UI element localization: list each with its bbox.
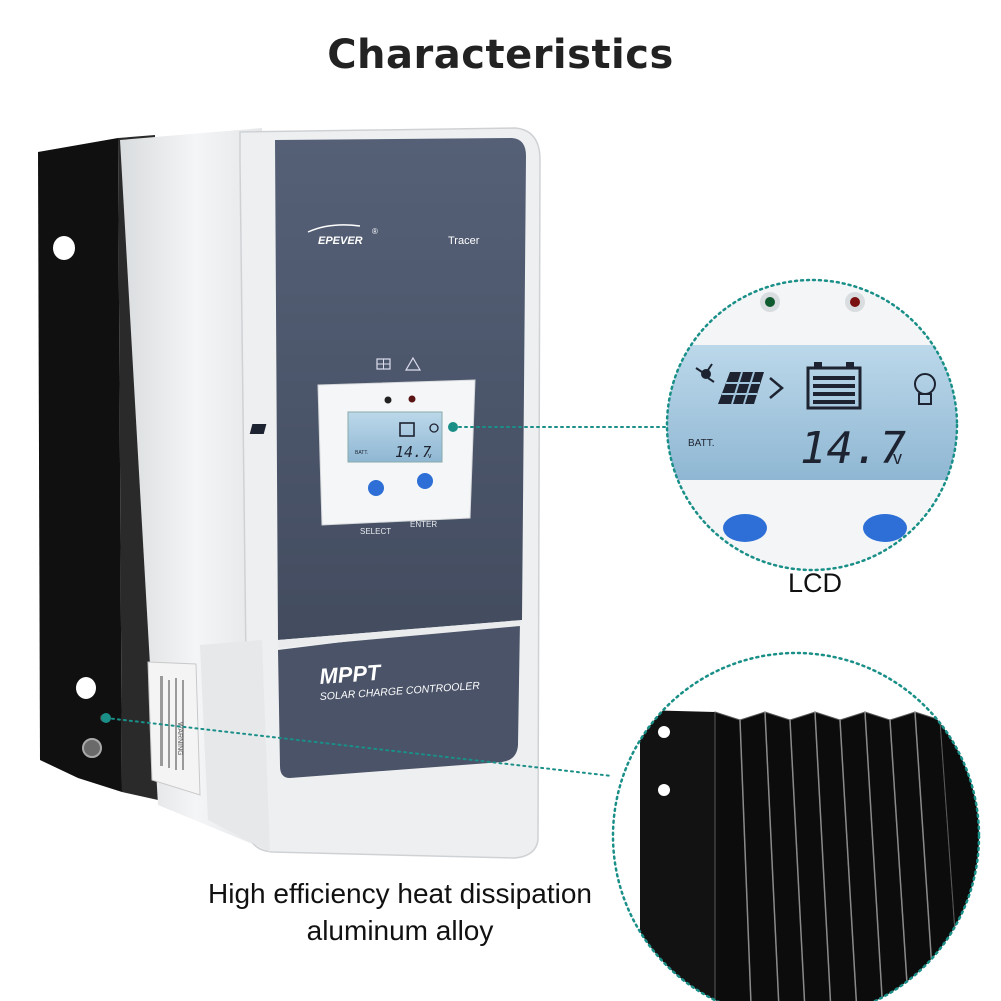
brand-registered-mark: ® [372,227,378,236]
lcd-leader-dot [448,422,458,432]
heatsink-leader-line [105,717,613,777]
model-label: Tracer [448,235,480,247]
enter-button[interactable] [417,473,433,489]
small-lcd-unit: v [428,453,432,460]
ground-screw [82,738,102,758]
lcd-zoom-view: BATT. 14.7 v [665,278,959,572]
small-lcd-reading: 14.7 [395,443,431,461]
solar-indicator-icon [376,358,391,370]
brand-logo: EPEVER [318,235,363,247]
select-button-label: SELECT [360,527,391,536]
heatsink-zoom-view [611,651,981,1001]
warning-sticker-label: WARNING [176,722,183,756]
front-panel: EPEVER ® Tracer BATT. 14.7 v SELECT ENTE… [249,138,526,778]
zoom-lcd-reading: 14.7 [800,423,906,474]
lightbulb-icon [914,373,936,405]
heatsink-caption-line1: High efficiency heat dissipation [208,878,592,909]
zoom-led-green [765,297,775,307]
zoom-led-red [850,297,860,307]
small-lcd-batt-label: BATT. [355,450,368,456]
solar-panel-icon [718,371,764,405]
chevron-right-icon [769,377,784,399]
warning-indicator-icon [404,356,422,371]
lcd-caption: LCD [787,568,842,598]
heatsink-caption-line2: aluminum alloy [306,915,494,946]
mppt-label: MPPT [319,660,383,689]
enter-button-label: ENTER [410,520,437,529]
zoom-select-button[interactable] [723,514,767,542]
mount-hole-bottom [76,677,96,699]
zoom-enter-button[interactable] [863,514,907,542]
small-lcd-screen [347,411,443,463]
mount-hole-top [53,236,75,260]
zoom-lcd-batt-label: BATT. [688,438,714,449]
heatsink-caption: High efficiency heat dissipation aluminu… [150,875,650,949]
select-button[interactable] [368,480,384,496]
zoom-lcd-unit: v [893,448,902,468]
status-led-green [384,396,392,404]
sun-icon [695,363,715,383]
page-title: Characteristics [327,32,674,78]
status-led-red [408,395,416,403]
heatsink-leader-dot [101,713,111,723]
battery-icon [806,362,862,410]
